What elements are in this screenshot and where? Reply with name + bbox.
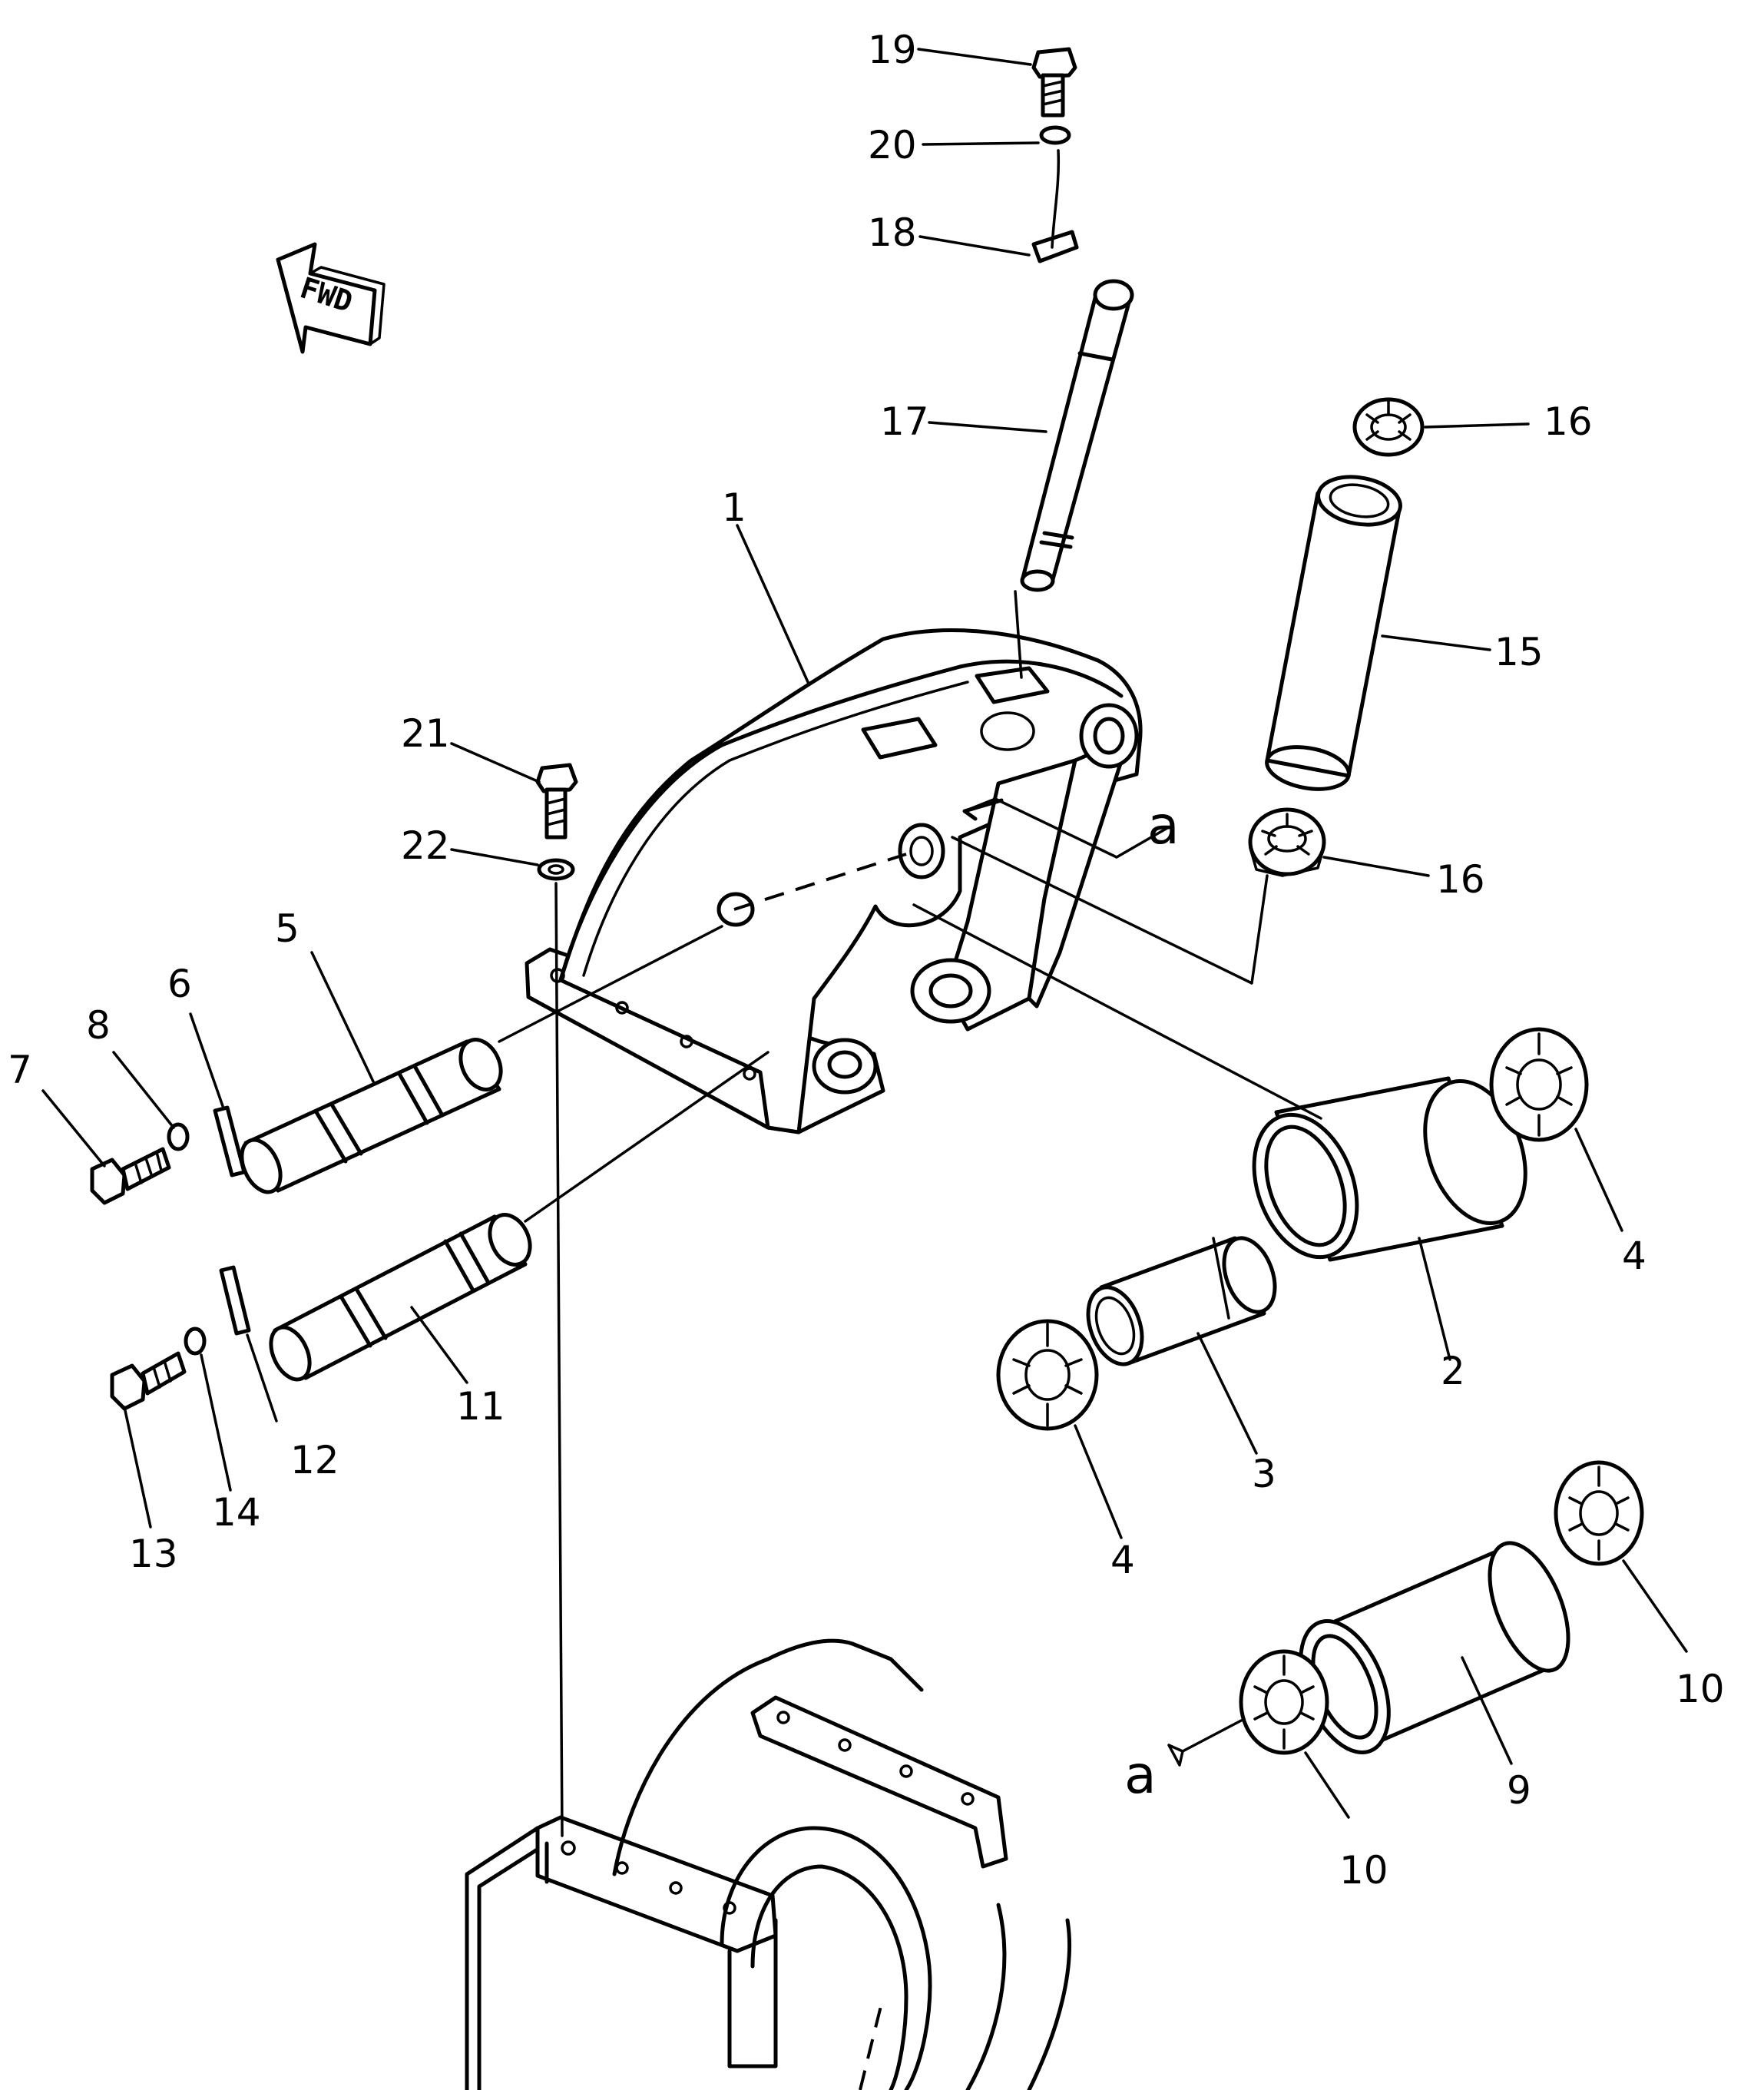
part-20-washer <box>1039 125 1071 145</box>
callout-11: 11 <box>456 1384 505 1429</box>
part-14-washer <box>184 1327 207 1356</box>
callout-labels: 19 20 18 17 16 15 16 1 21 22 5 6 8 7 11 … <box>8 28 1725 1893</box>
part-18-plate <box>1031 230 1079 263</box>
part-17-pin <box>1020 279 1134 592</box>
part-10-bearing-left <box>1239 1649 1329 1755</box>
callout-6: 6 <box>167 962 192 1006</box>
callout-12: 12 <box>290 1438 339 1482</box>
track-frame <box>465 1638 1072 2090</box>
part-7-bolt <box>90 1147 171 1205</box>
part-21-bolt <box>535 763 578 840</box>
callout-22: 22 <box>401 823 450 868</box>
callout-20: 20 <box>868 123 917 167</box>
callout-16-bottom: 16 <box>1436 857 1485 902</box>
callout-13: 13 <box>129 1532 178 1576</box>
callout-15: 15 <box>1494 630 1544 674</box>
callout-4-left: 4 <box>1110 1538 1135 1582</box>
callout-3: 3 <box>1252 1452 1276 1496</box>
callout-19: 19 <box>868 28 917 72</box>
part-22-washer <box>537 858 575 881</box>
part-11-pin <box>269 1213 532 1382</box>
section-ref-a-bottom: a <box>1124 1745 1157 1806</box>
callout-9: 9 <box>1507 1768 1531 1813</box>
fwd-arrow-icon: FWD <box>276 242 386 354</box>
part-19-bolt <box>1031 47 1077 118</box>
callout-16-top: 16 <box>1544 399 1593 444</box>
callout-10-left: 10 <box>1339 1848 1388 1893</box>
part-3-bushing <box>1086 1236 1277 1366</box>
callout-17: 17 <box>880 399 929 444</box>
part-9-sleeve <box>1299 1541 1570 1755</box>
part-2-sleeve <box>1252 1076 1527 1262</box>
part-1-housing <box>525 628 1143 1134</box>
callout-5: 5 <box>275 906 300 951</box>
callout-4-right: 4 <box>1622 1234 1647 1278</box>
callout-18: 18 <box>868 210 917 255</box>
callout-10-right: 10 <box>1676 1667 1725 1711</box>
callout-7: 7 <box>8 1048 32 1092</box>
part-6-plate <box>213 1105 247 1177</box>
callout-1: 1 <box>722 485 746 530</box>
part-8-washer <box>167 1122 190 1151</box>
part-4-bearing-left <box>996 1319 1099 1431</box>
assembly-lines <box>498 149 1322 1837</box>
part-16-bearing-bottom <box>1248 807 1326 877</box>
part-5-pin <box>240 1038 503 1194</box>
part-4-bearing-right <box>1489 1027 1589 1142</box>
part-10-bearing-right <box>1554 1460 1644 1566</box>
leader-lines <box>41 48 1688 1819</box>
callout-21: 21 <box>401 711 450 756</box>
part-16-bearing-top <box>1352 397 1425 457</box>
callout-8: 8 <box>86 1003 111 1048</box>
part-12-plate <box>219 1265 251 1336</box>
callout-2: 2 <box>1441 1349 1465 1393</box>
section-ref-a-top: a <box>1147 796 1180 856</box>
part-13-bolt <box>110 1351 187 1411</box>
callout-14: 14 <box>212 1490 261 1535</box>
part-15-pipe <box>1265 475 1402 791</box>
